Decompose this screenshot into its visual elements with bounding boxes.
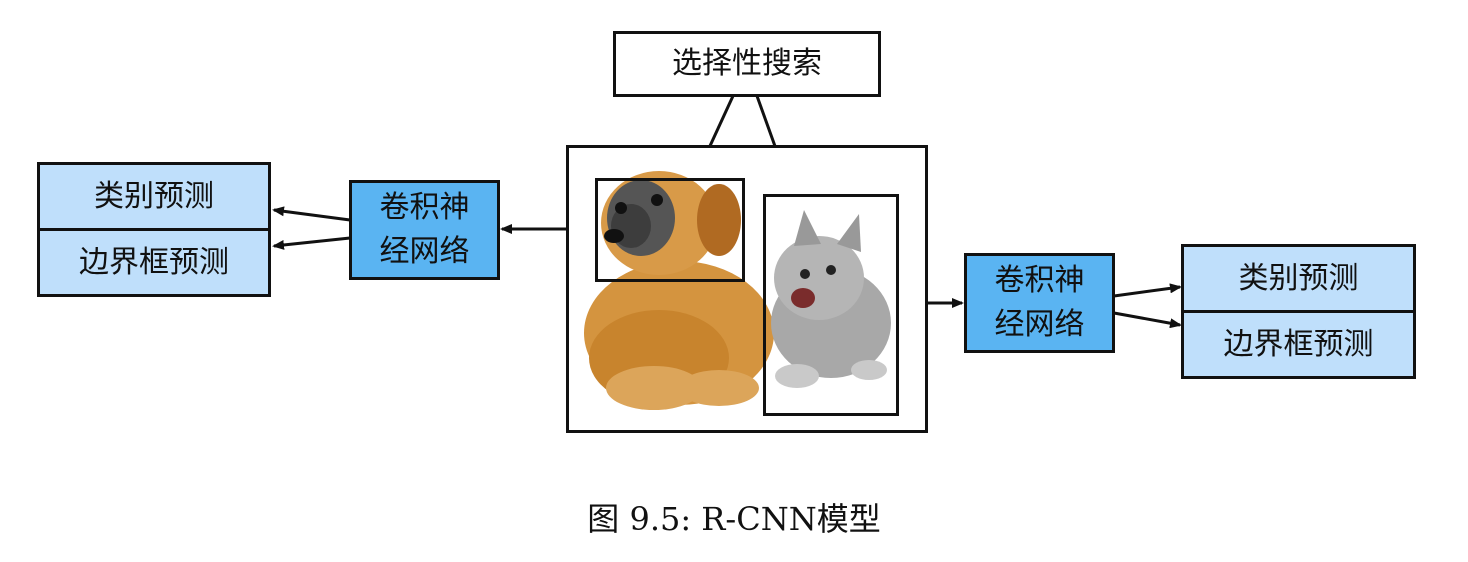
- input-image: [584, 171, 891, 410]
- right-cnn-label-line2: 经网络: [994, 307, 1085, 342]
- left-class-prediction-box: 类别预测: [37, 162, 271, 231]
- cat-region-proposal: [763, 194, 899, 416]
- right-class-prediction-label: 类别预测: [1238, 260, 1359, 296]
- kitten-illustration: [771, 210, 891, 388]
- selective-search-label: 选择性搜索: [672, 46, 822, 81]
- left-cnn-label-line2: 经网络: [379, 234, 470, 269]
- left-bbox-prediction-label: 边界框预测: [79, 244, 229, 280]
- left-class-prediction-label: 类别预测: [94, 178, 214, 214]
- arrow-right-cnn-to-bbox: [1113, 311, 1182, 329]
- dog-region-proposal: [595, 178, 745, 282]
- input-image-frame: [566, 145, 928, 433]
- left-cnn-box: 卷积神 经网络: [349, 180, 500, 280]
- right-cnn-box: 卷积神 经网络: [964, 253, 1115, 353]
- dog-illustration: [584, 171, 774, 410]
- arrow-left-cnn-to-class: [272, 206, 351, 222]
- right-bbox-prediction-label: 边界框预测: [1223, 326, 1374, 362]
- left-bbox-prediction-box: 边界框预测: [37, 228, 271, 297]
- arrow-right-cnn-to-class: [1113, 283, 1182, 298]
- right-class-prediction-box: 类别预测: [1181, 244, 1416, 313]
- right-bbox-prediction-box: 边界框预测: [1181, 310, 1416, 379]
- right-cnn-label-line1: 卷积神: [994, 263, 1085, 298]
- left-cnn-label-line1: 卷积神: [379, 190, 470, 225]
- arrow-left-cnn-to-bbox: [272, 236, 351, 250]
- figure-caption: 图 9.5: R-CNN模型: [587, 500, 881, 538]
- selective-search-box: 选择性搜索: [613, 31, 881, 97]
